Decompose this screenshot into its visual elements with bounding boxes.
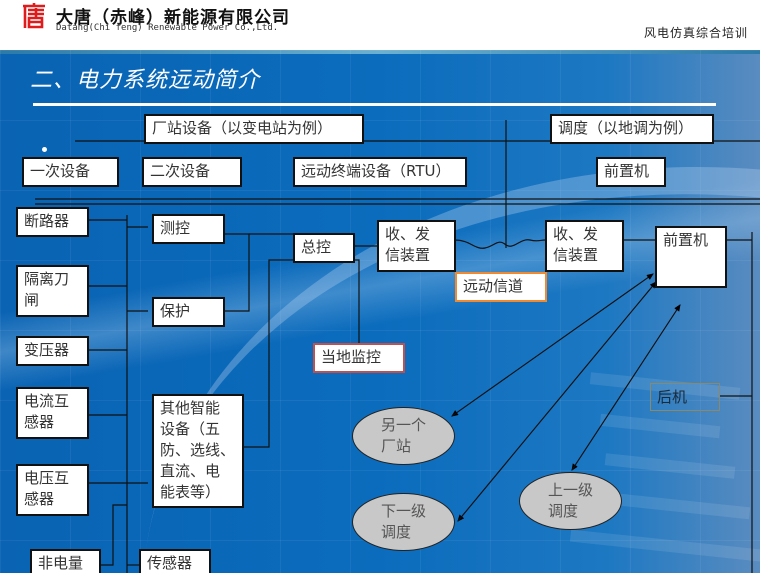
- section-dispatch: 调度（以地调为例）: [550, 114, 714, 144]
- label-telecontrol-channel: 远动信道: [455, 272, 547, 302]
- node-local-monitor: 当地监控: [313, 343, 405, 373]
- node-other-smart-devices: 其他智能 设备（五 防、选线、 直流、电 能表等）: [152, 394, 244, 508]
- node-sensor: 传感器: [139, 549, 211, 573]
- ellipse-lower-dispatch: 下一级 调度: [352, 493, 455, 551]
- node-protection: 保护: [152, 297, 225, 327]
- node-breaker: 断路器: [16, 207, 89, 237]
- column-rtu: 远动终端设备（RTU）: [293, 157, 467, 187]
- node-transceiver-station: 收、发 信装置: [377, 220, 456, 272]
- node-transformer: 变压器: [16, 336, 89, 366]
- slide-title: 二、电力系统远动简介: [30, 68, 261, 93]
- header: 大唐（赤峰）新能源有限公司 Datang(Chi feng) Renewable…: [0, 0, 760, 50]
- column-primary-equipment: 一次设备: [22, 157, 119, 187]
- ellipse-other-station: 另一个 厂站: [352, 407, 455, 465]
- section-station-equipment: 厂站设备（以变电站为例）: [144, 114, 364, 144]
- bullet-dot: [42, 147, 47, 152]
- node-transceiver-dispatch: 收、发 信装置: [545, 220, 624, 272]
- node-master-control: 总控: [293, 233, 355, 263]
- company-name-cn: 大唐（赤峰）新能源有限公司: [56, 8, 290, 28]
- course-title: 风电仿真综合培训: [643, 26, 748, 40]
- ellipse-upper-dispatch: 上一级 调度: [519, 472, 622, 530]
- node-disconnector: 隔离刀 闸: [16, 265, 89, 317]
- connector-lines: [35, 120, 760, 573]
- node-measure-control: 测控: [152, 214, 225, 244]
- column-frontend: 前置机: [596, 157, 666, 187]
- column-secondary-equipment: 二次设备: [142, 157, 242, 187]
- node-current-transformer: 电流互 感器: [16, 387, 89, 439]
- datang-logo-icon: [21, 3, 47, 29]
- title-underline: [33, 103, 716, 106]
- slide-canvas: 二、电力系统远动简介: [0, 50, 760, 573]
- node-non-electric: 非电量: [30, 549, 101, 573]
- node-frontend-processor: 前置机: [655, 226, 727, 288]
- node-voltage-transformer: 电压互 感器: [16, 464, 89, 516]
- company-name-en: Datang(Chi feng) Renewable Power Co.,Ltd…: [56, 23, 279, 33]
- node-backend: 后机: [650, 383, 720, 411]
